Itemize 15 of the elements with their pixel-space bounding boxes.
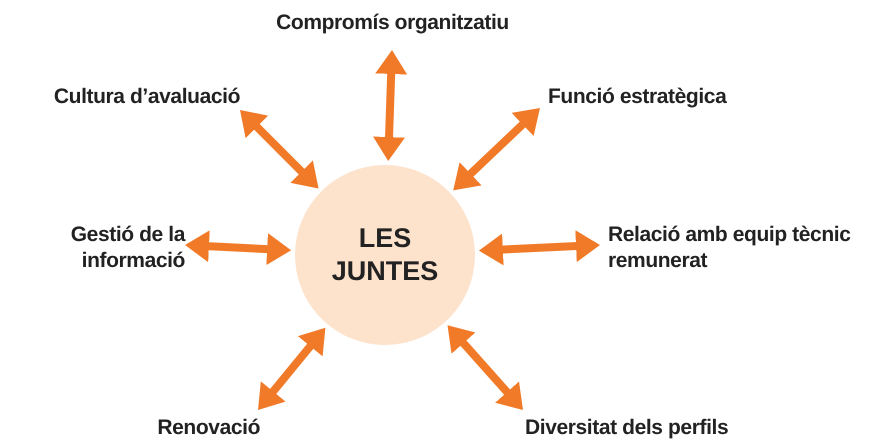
double-arrow — [185, 230, 292, 266]
double-arrow — [258, 328, 326, 410]
factor-label: Diversitat dels perfils — [525, 415, 728, 441]
double-arrow — [453, 108, 540, 190]
factor-label: Relació amb equip tècnic remunerat — [608, 222, 852, 274]
factor-label: Renovació — [157, 415, 260, 441]
center-title: LES JUNTES — [330, 222, 440, 288]
double-arrow — [448, 325, 523, 410]
factor-label: Gestió de la informació — [70, 222, 185, 274]
factor-label: Funció estratègica — [548, 84, 726, 110]
double-arrow — [373, 50, 408, 162]
factor-label: Compromís organitzatiu — [276, 10, 509, 36]
factor-label: Cultura d’avaluació — [54, 84, 240, 110]
double-arrow — [478, 230, 600, 266]
double-arrow — [240, 110, 319, 189]
